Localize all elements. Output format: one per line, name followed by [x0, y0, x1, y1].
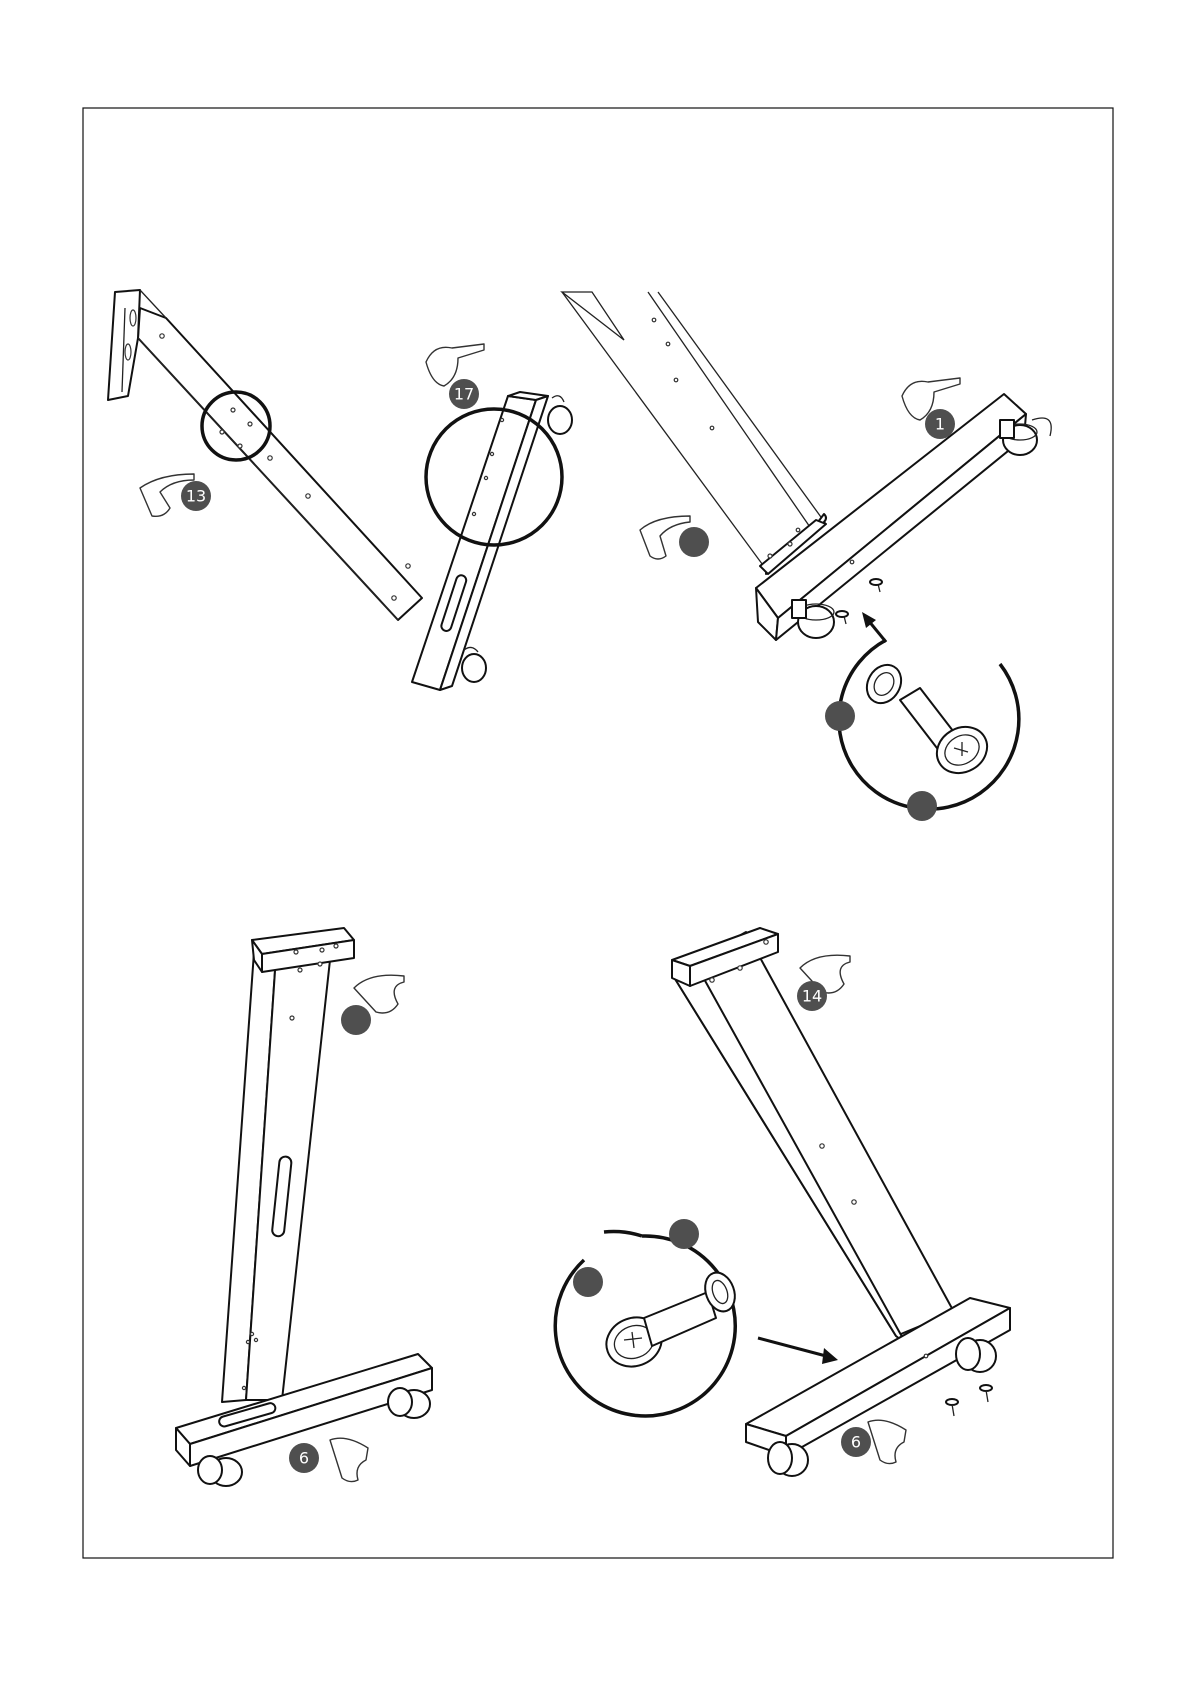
badge-detail-bottom-a: [669, 1219, 699, 1249]
badge-14: 14: [797, 981, 827, 1011]
side-panel-part: [108, 290, 422, 620]
assembled-side-right: [672, 928, 1010, 1476]
badge-upright-bottom-left: [341, 1005, 371, 1035]
svg-text:6: 6: [851, 1433, 861, 1452]
svg-text:14: 14: [802, 987, 822, 1006]
badge-detail-bottom-b: [573, 1267, 603, 1297]
badge-1: 1: [925, 409, 955, 439]
bolt-washer-detail-bottom: [599, 1268, 740, 1374]
detail-arrowhead-bottom: [822, 1348, 838, 1364]
svg-text:13: 13: [186, 487, 206, 506]
base-part-top-right: [756, 394, 1051, 640]
badge-13: 13: [181, 481, 211, 511]
svg-text:17: 17: [454, 385, 474, 404]
badge-6-left: 6: [289, 1443, 319, 1473]
screw-icon: [946, 1385, 992, 1416]
bolt-washer-detail-top: [860, 659, 995, 782]
svg-text:6: 6: [299, 1449, 309, 1468]
badge-upright-top-right: [679, 527, 709, 557]
detail-arrow-bottom: [758, 1338, 826, 1356]
svg-text:1: 1: [935, 415, 945, 434]
badge-6-right: 6: [841, 1427, 871, 1457]
assembled-side-left: [176, 928, 432, 1486]
badge-17: 17: [449, 379, 479, 409]
badge-detail-top-a: [825, 701, 855, 731]
badge-detail-top-b: [907, 791, 937, 821]
